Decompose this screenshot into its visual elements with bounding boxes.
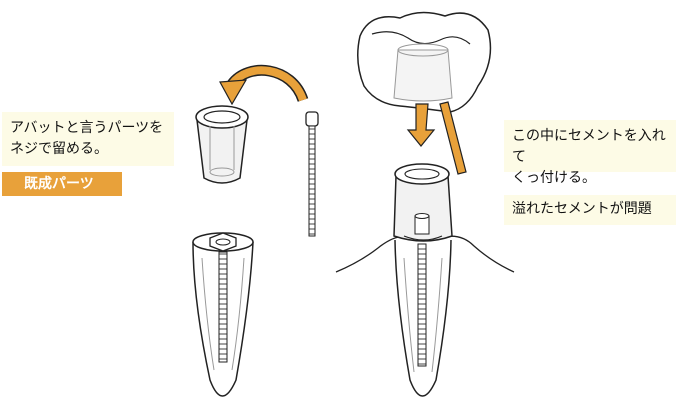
cement-stick-icon bbox=[439, 101, 467, 175]
existing-parts-text: 既成パーツ bbox=[24, 176, 94, 192]
note-cement-in-text: この中にセメントを入れて くっ付ける。 bbox=[512, 128, 666, 186]
note-cement-overflow-text: 溢れたセメントが問題 bbox=[512, 201, 652, 217]
existing-parts-label: 既成パーツ bbox=[2, 172, 122, 196]
screw-part bbox=[305, 111, 319, 237]
abutment-part-right bbox=[393, 163, 453, 242]
implant-fixture-right bbox=[394, 239, 452, 397]
note-abutment-text: アバットと言うパーツを ネジで留める。 bbox=[10, 120, 164, 157]
note-cement-overflow: 溢れたセメントが問題 bbox=[504, 195, 676, 225]
implant-fixture-left bbox=[192, 232, 254, 397]
note-abutment-screw: アバットと言うパーツを ネジで留める。 bbox=[2, 112, 174, 166]
abutment-part-left bbox=[195, 105, 249, 184]
note-cement-in: この中にセメントを入れて くっ付ける。 bbox=[504, 120, 676, 186]
down-arrow-icon bbox=[406, 103, 436, 147]
curved-arrow-icon bbox=[219, 64, 309, 106]
crown-part bbox=[357, 11, 492, 113]
